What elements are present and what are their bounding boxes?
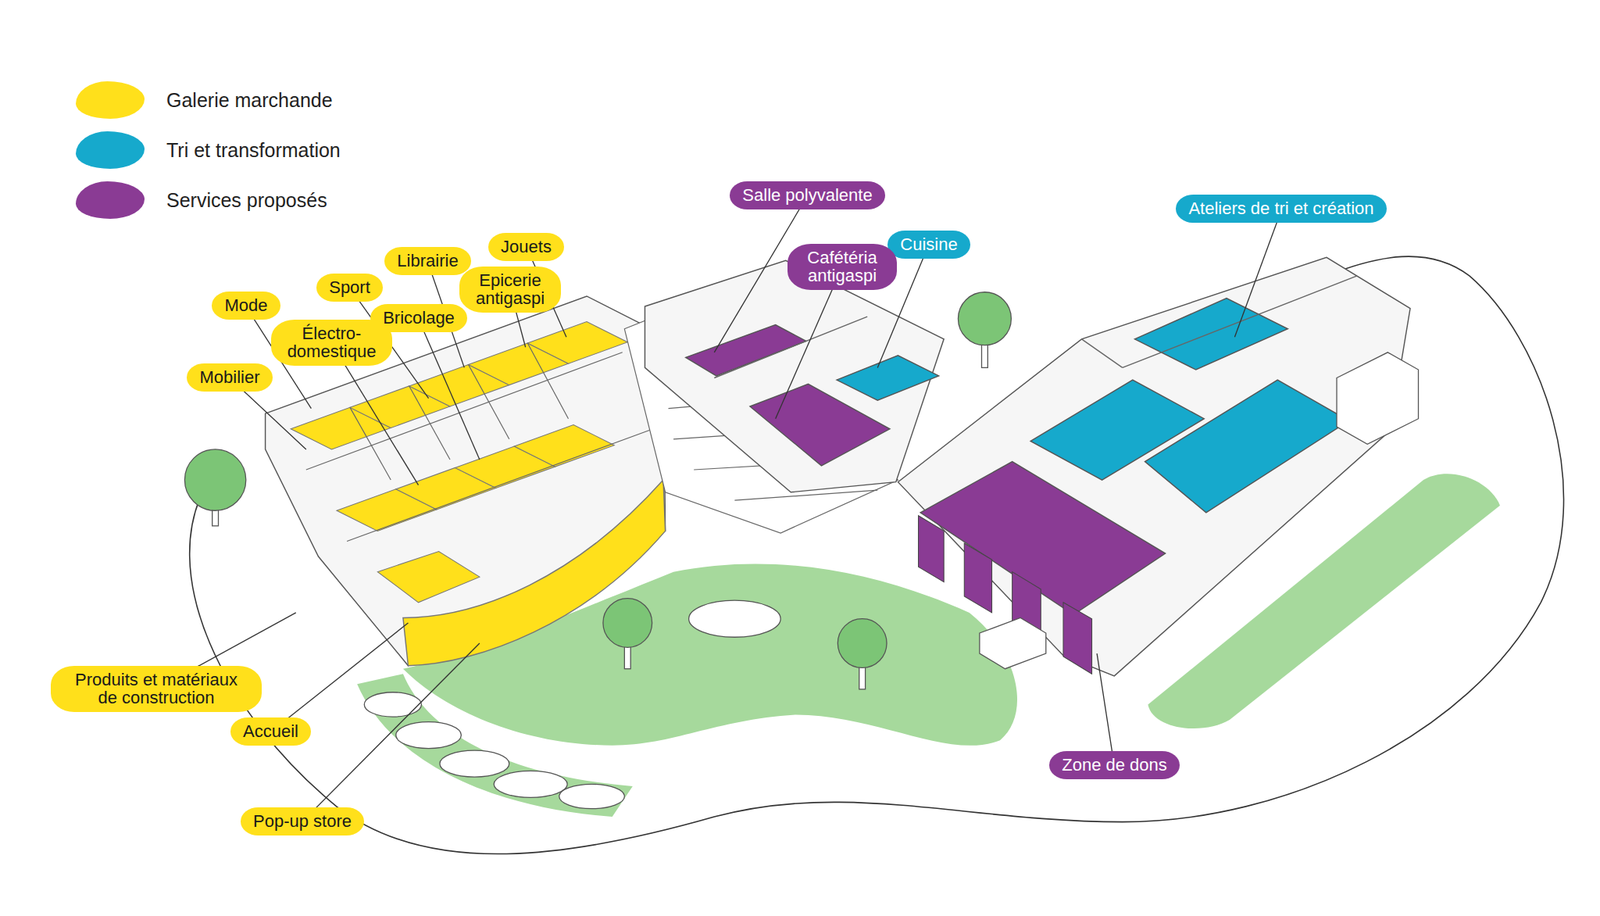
leader-line: [302, 642, 480, 822]
shop-floor: [514, 425, 615, 468]
workshop-floor: [1144, 379, 1349, 513]
wall: [468, 364, 510, 439]
garden-band: [357, 673, 633, 817]
leader-lines: [156, 196, 1283, 822]
legend-swatch: [75, 81, 145, 119]
wall: [409, 385, 450, 460]
ground-outline: [189, 256, 1565, 854]
label-text: Accueil: [242, 721, 299, 740]
leader-line: [1234, 209, 1282, 337]
workshops-building: [897, 257, 1411, 676]
workshop-floor: [1134, 298, 1288, 370]
legend-entry: Services proposés: [75, 181, 328, 219]
shop-floor: [527, 321, 628, 365]
label-text: Ateliers de tri et création: [1188, 199, 1375, 218]
wall: [1081, 339, 1122, 368]
kitchen-floor: [836, 355, 940, 400]
label-text: Jouets: [500, 237, 552, 256]
site-outline: [189, 256, 1565, 854]
donation-floor: [920, 461, 1165, 615]
label-text: Salle polyvalente: [742, 185, 873, 204]
callout-label: Ateliers de tri et création: [1175, 194, 1387, 223]
leader-line: [775, 267, 843, 418]
truck: [1336, 352, 1418, 445]
door: [1063, 602, 1093, 674]
door: [964, 542, 992, 613]
glass-facade: [403, 479, 666, 666]
trees: [184, 292, 1011, 690]
callout-label: Mode: [211, 291, 281, 320]
wall: [527, 342, 568, 419]
label-text: Cuisine: [900, 235, 958, 254]
callout-label: Salle polyvalente: [729, 181, 886, 210]
stage-area: [689, 600, 782, 637]
garden-bed: [396, 721, 462, 749]
shops-building: [265, 296, 666, 666]
wall: [346, 428, 654, 542]
vehicles: [979, 352, 1419, 669]
leader-line: [270, 622, 408, 733]
middle-building: [644, 260, 944, 492]
legend-text: Tri et transformation: [166, 139, 341, 162]
label-text: Cafétéria antigaspi: [800, 248, 885, 285]
garden-bed: [364, 692, 422, 717]
wall: [714, 316, 868, 378]
garden-bed: [493, 770, 568, 797]
door: [918, 515, 945, 583]
partitions: [306, 342, 654, 541]
legend-entry: Tri et transformation: [75, 131, 341, 169]
callout-label: Mobilier: [186, 363, 273, 392]
label-text: Mobilier: [199, 367, 261, 386]
step: [734, 489, 878, 500]
leader-line: [418, 318, 480, 460]
callout-label: Cafétéria antigaspi: [787, 243, 897, 290]
garden-bed: [439, 750, 510, 777]
garden-bed: [559, 783, 625, 808]
callout-label: Jouets: [488, 232, 565, 261]
building-base: [644, 260, 944, 492]
label-text: Pop-up store: [253, 811, 352, 830]
car: [979, 617, 1047, 668]
callout-label: Zone de dons: [1049, 750, 1180, 779]
legend-text: Galerie marchande: [166, 89, 333, 112]
label-text: Zone de dons: [1061, 755, 1168, 774]
tree-crown: [957, 292, 1011, 346]
legend-swatch: [75, 131, 145, 169]
label-text: Librairie: [396, 251, 459, 270]
hall-floor: [685, 325, 807, 376]
callout-label: Cuisine: [887, 230, 971, 259]
label-text: Produits et matériaux de construction: [63, 670, 250, 707]
leader-line: [1096, 653, 1115, 766]
callout-label: Pop-up store: [240, 807, 365, 836]
legend-entry: Galerie marchande: [75, 81, 333, 119]
tree-crown: [184, 449, 246, 511]
wall: [350, 407, 391, 480]
callout-label: Accueil: [230, 717, 311, 746]
wall: [306, 352, 623, 470]
donation-doors: [918, 515, 1093, 674]
legend-text: Services proposés: [166, 189, 328, 212]
tree-crown: [837, 618, 887, 668]
garden-beds: [364, 692, 625, 809]
building-base: [265, 296, 666, 666]
label-text: Sport: [328, 278, 371, 297]
shop-floor: [377, 551, 480, 603]
tree-crown: [603, 598, 653, 648]
label-text: Mode: [224, 296, 268, 315]
callout-label: Produits et matériaux de construction: [50, 665, 262, 712]
label-text: Epicerie antigaspi: [471, 271, 549, 308]
callout-label: Électro- domestique: [271, 319, 393, 366]
building-base: [897, 257, 1411, 676]
callout-label: Epicerie antigaspi: [459, 266, 561, 313]
legend-swatch: [75, 181, 145, 219]
callout-label: Sport: [316, 273, 383, 302]
label-text: Bricolage: [382, 308, 455, 327]
callout-label: Librairie: [384, 246, 472, 275]
label-text: Électro- domestique: [283, 324, 380, 361]
stage-platform: [689, 600, 782, 637]
